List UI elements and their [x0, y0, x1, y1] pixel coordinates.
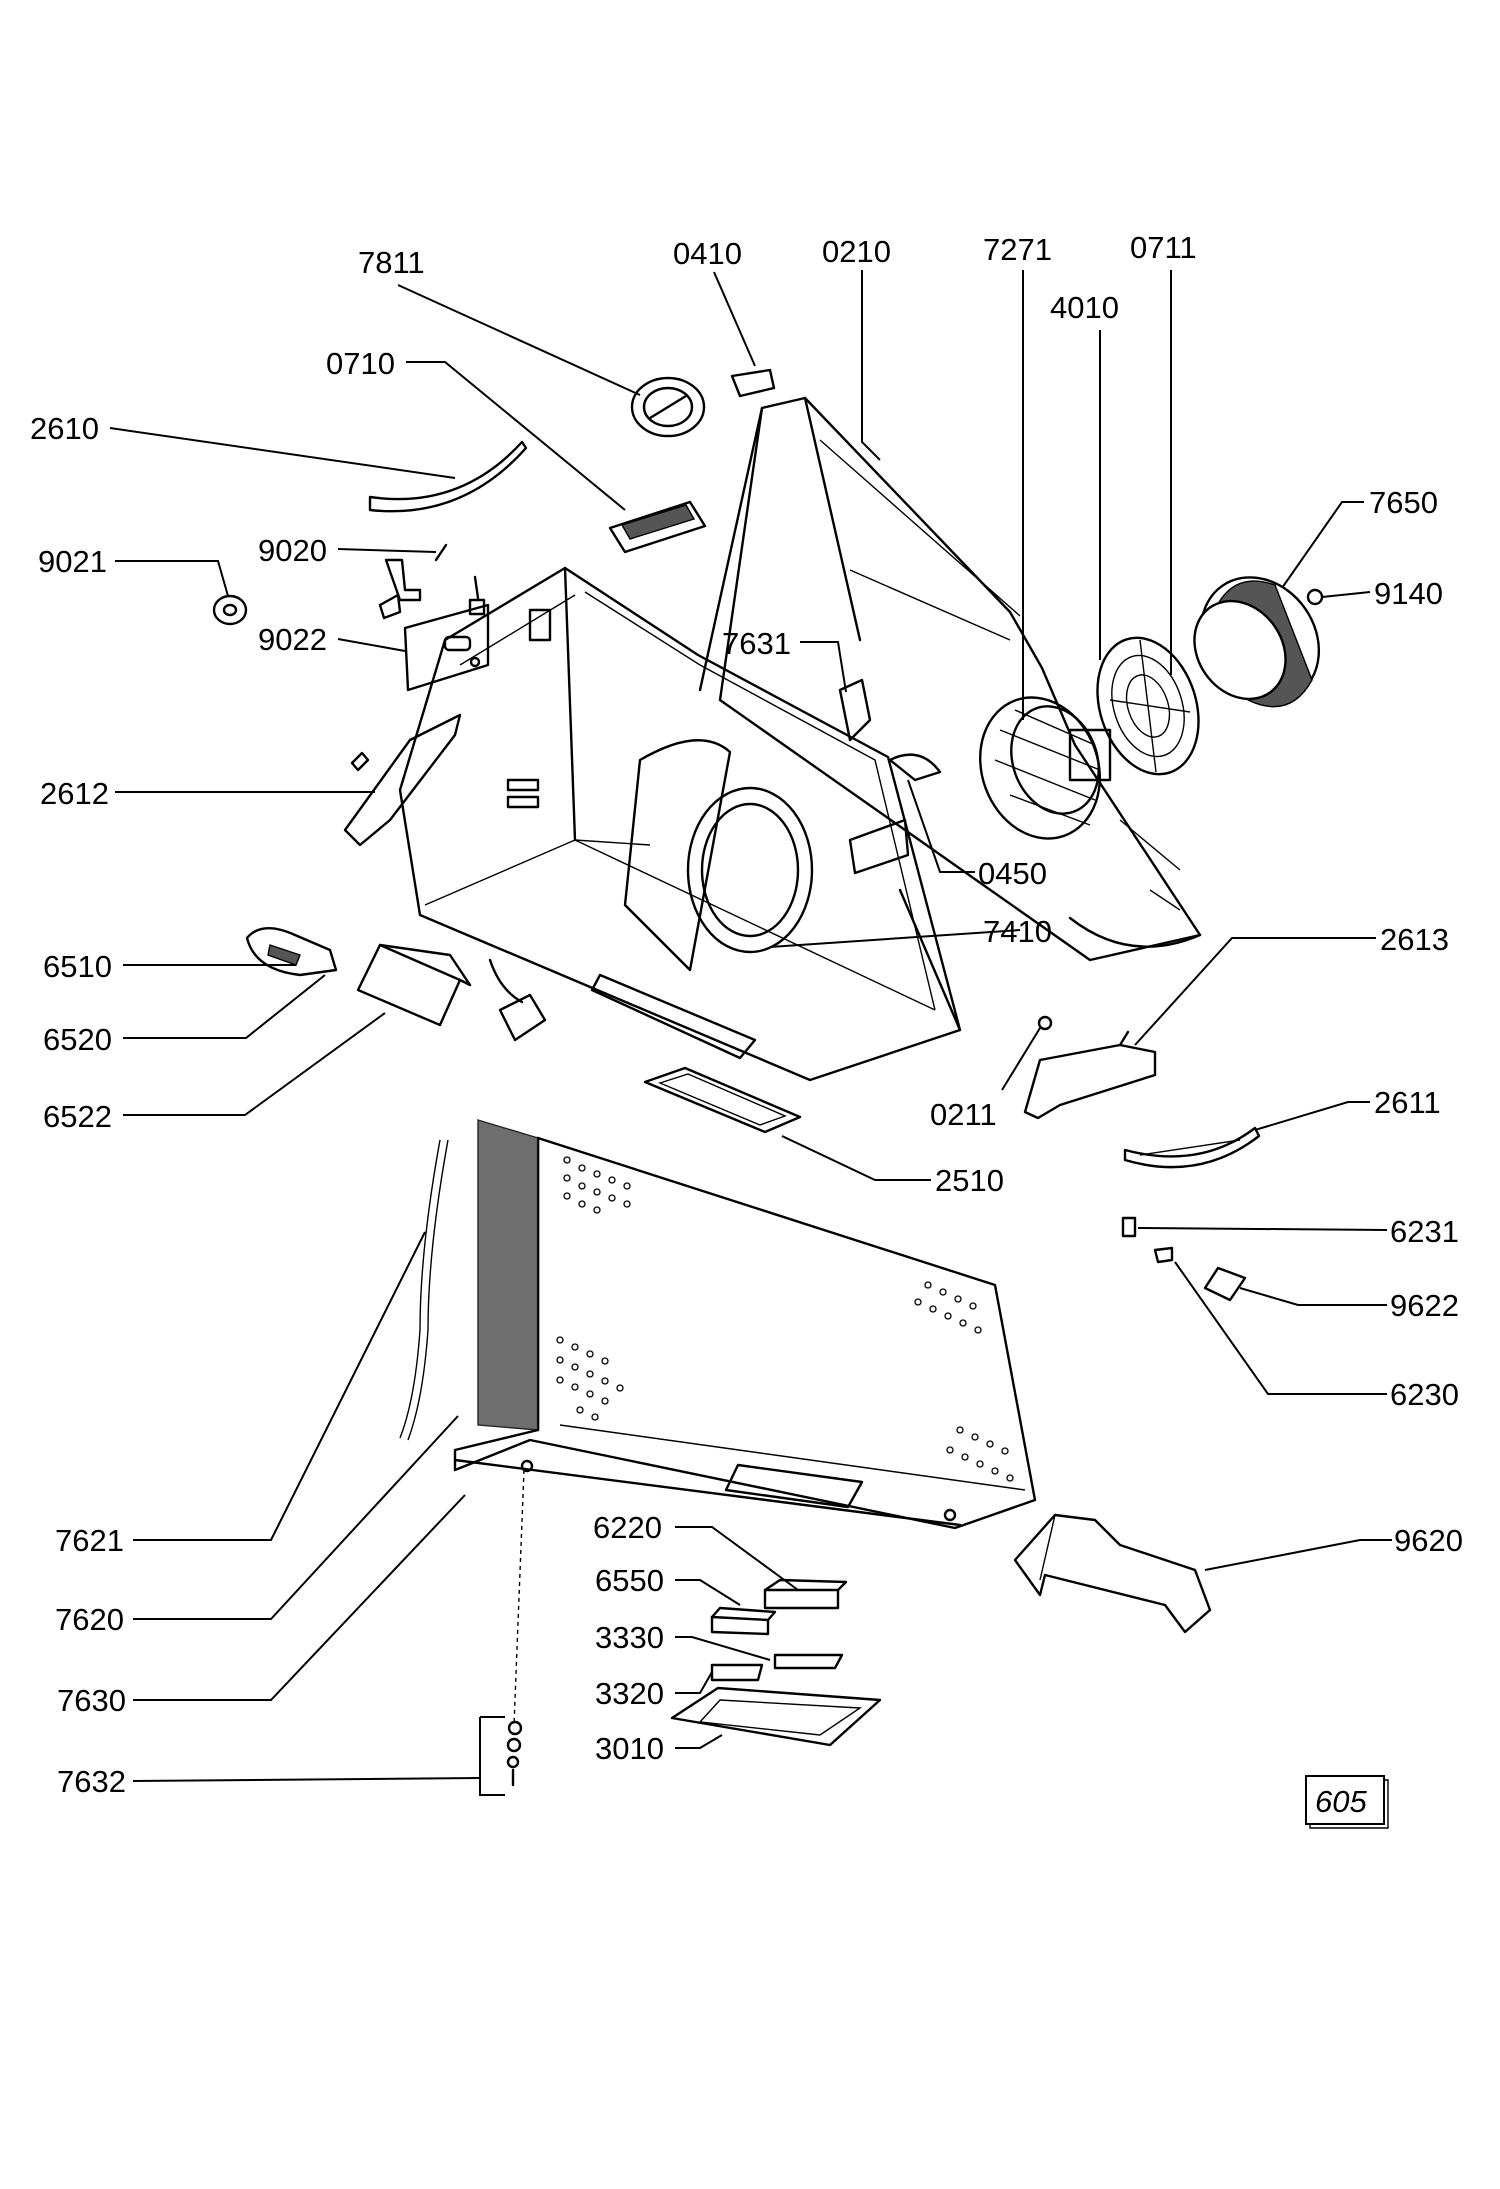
- part-6230-switch: [1153, 1246, 1174, 1264]
- label-6550: 6550: [595, 1563, 664, 1598]
- perforations-right: [914, 1281, 982, 1334]
- label-9022: 9022: [258, 622, 327, 657]
- label-6522: 6522: [43, 1099, 112, 1134]
- label-2610: 2610: [30, 411, 99, 446]
- power-cord: [488, 958, 547, 1042]
- lower-hood-body: [399, 1119, 1037, 1530]
- perforations-bottom-right: [946, 1426, 1014, 1482]
- label-3010: 3010: [595, 1731, 664, 1766]
- part-7632-screws: [479, 1469, 525, 1796]
- label-7620: 7620: [55, 1602, 124, 1637]
- part-6510-lamp: [245, 927, 338, 977]
- label-7621: 7621: [55, 1523, 124, 1558]
- label-9620: 9620: [1394, 1523, 1463, 1558]
- label-2510: 2510: [935, 1163, 1004, 1198]
- page-number: 605: [1315, 1784, 1367, 1819]
- part-7271-fan-housing: [978, 696, 1112, 840]
- label-6231: 6231: [1390, 1214, 1459, 1249]
- part-9020-bracket: [378, 543, 486, 620]
- page-number-box: 605: [1305, 1775, 1389, 1829]
- part-0450-clip: [888, 753, 942, 782]
- label-2613: 2613: [1380, 922, 1449, 957]
- label-2611: 2611: [1374, 1085, 1441, 1120]
- label-0711: 0711: [1130, 230, 1197, 265]
- label-7271: 7271: [983, 232, 1052, 267]
- label-9140: 9140: [1374, 576, 1443, 611]
- label-0210: 0210: [822, 234, 891, 269]
- label-4010: 4010: [1050, 290, 1119, 325]
- part-0410-clip: [730, 368, 776, 398]
- label-9020: 9020: [258, 533, 327, 568]
- label-7631: 7631: [722, 626, 791, 661]
- label-2612: 2612: [40, 776, 109, 811]
- label-7632: 7632: [57, 1764, 126, 1799]
- part-3330-component: [773, 1653, 844, 1670]
- perforations-left: [556, 1336, 624, 1421]
- part-2510-filter-frame: [643, 1066, 802, 1134]
- label-6520: 6520: [43, 1022, 112, 1057]
- label-3330: 3330: [595, 1620, 664, 1655]
- label-7630: 7630: [57, 1683, 126, 1718]
- part-0211-screw: [1037, 1015, 1053, 1031]
- part-9140-washer: [1306, 588, 1324, 606]
- part-0710-grille: [608, 500, 707, 554]
- main-hood-body: [398, 566, 962, 1082]
- label-6510: 6510: [43, 949, 112, 984]
- label-9021: 9021: [38, 544, 107, 579]
- part-2611-trim-strip: [1123, 1126, 1261, 1169]
- part-6522-lamp-cover: [356, 943, 472, 1027]
- part-2610-trim-strip: [368, 440, 528, 513]
- part-9620-cover: [1013, 1513, 1212, 1634]
- leader-lines: [109, 270, 1392, 1782]
- label-6230: 6230: [1390, 1377, 1459, 1412]
- part-6220-component: [763, 1578, 848, 1610]
- part-7631-bracket: [838, 678, 872, 742]
- part-3320-component: [710, 1663, 764, 1682]
- label-7410: 7410: [983, 914, 1052, 949]
- part-labels: 7811 0410 0210 7271 0711 4010 0710 2610 …: [30, 230, 1463, 1799]
- label-0710: 0710: [326, 346, 395, 381]
- label-9622: 9622: [1390, 1288, 1459, 1323]
- label-0410: 0410: [673, 236, 742, 271]
- label-6220: 6220: [593, 1510, 662, 1545]
- label-3320: 3320: [595, 1676, 664, 1711]
- part-2612-side-bracket: [343, 713, 462, 847]
- part-2613-side-bracket: [1023, 1030, 1157, 1120]
- label-0450: 0450: [978, 856, 1047, 891]
- part-7650-carbon-filter: [1193, 576, 1321, 708]
- part-9022-mounting-plate: [403, 603, 490, 692]
- part-0210-chimney-cover: [698, 396, 1202, 962]
- part-6231-switch: [1121, 1216, 1137, 1238]
- perforations-top-left: [563, 1156, 631, 1214]
- part-3010-control-plate: [670, 1686, 882, 1747]
- part-4010-fan-guard: [1096, 636, 1200, 776]
- part-7811-vent-cap: [630, 376, 706, 438]
- label-0211: 0211: [930, 1097, 997, 1132]
- label-7811: 7811: [358, 245, 425, 280]
- part-9021-ring: [212, 594, 248, 626]
- label-7650: 7650: [1369, 485, 1438, 520]
- part-9622-switch-cover: [1203, 1266, 1247, 1302]
- part-6550-component: [710, 1606, 777, 1636]
